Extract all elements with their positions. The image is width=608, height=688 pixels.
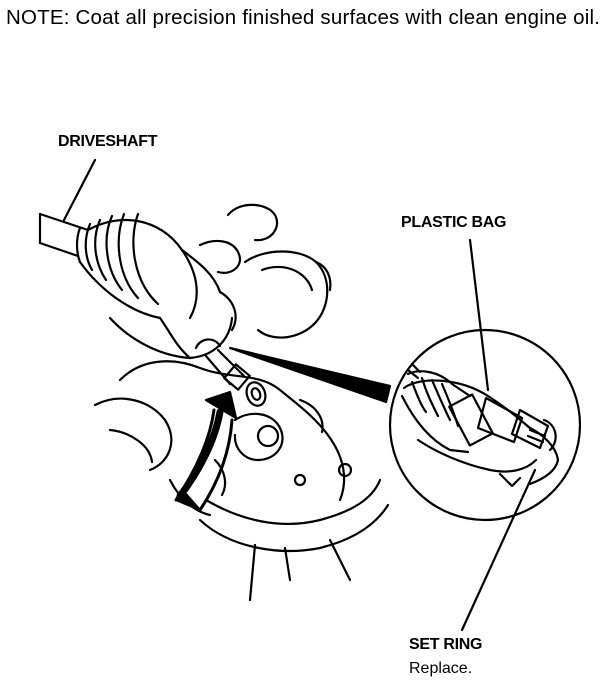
note-text: NOTE: Coat all precision finished surfac… — [6, 6, 601, 29]
driveshaft-leader-line — [62, 158, 97, 222]
replace-label: Replace. — [409, 660, 473, 677]
cv-boot — [75, 212, 198, 320]
plastic-bag-label: PLASTIC BAG — [401, 214, 507, 231]
driveshaft-label: DRIVESHAFT — [58, 133, 158, 150]
detail-callout-circle — [388, 328, 582, 522]
plastic-bag-leader-line — [468, 238, 490, 392]
plastic-bag — [402, 379, 560, 488]
set-ring-leader-line — [460, 468, 537, 632]
insertion-arrow — [174, 390, 238, 512]
transmission-housing — [93, 203, 390, 602]
detail-shaft — [400, 362, 557, 454]
detail-pointer — [228, 346, 392, 404]
set-ring-label: SET RING — [409, 636, 483, 653]
shaft-stub — [204, 348, 267, 407]
joint-housing — [108, 248, 237, 360]
